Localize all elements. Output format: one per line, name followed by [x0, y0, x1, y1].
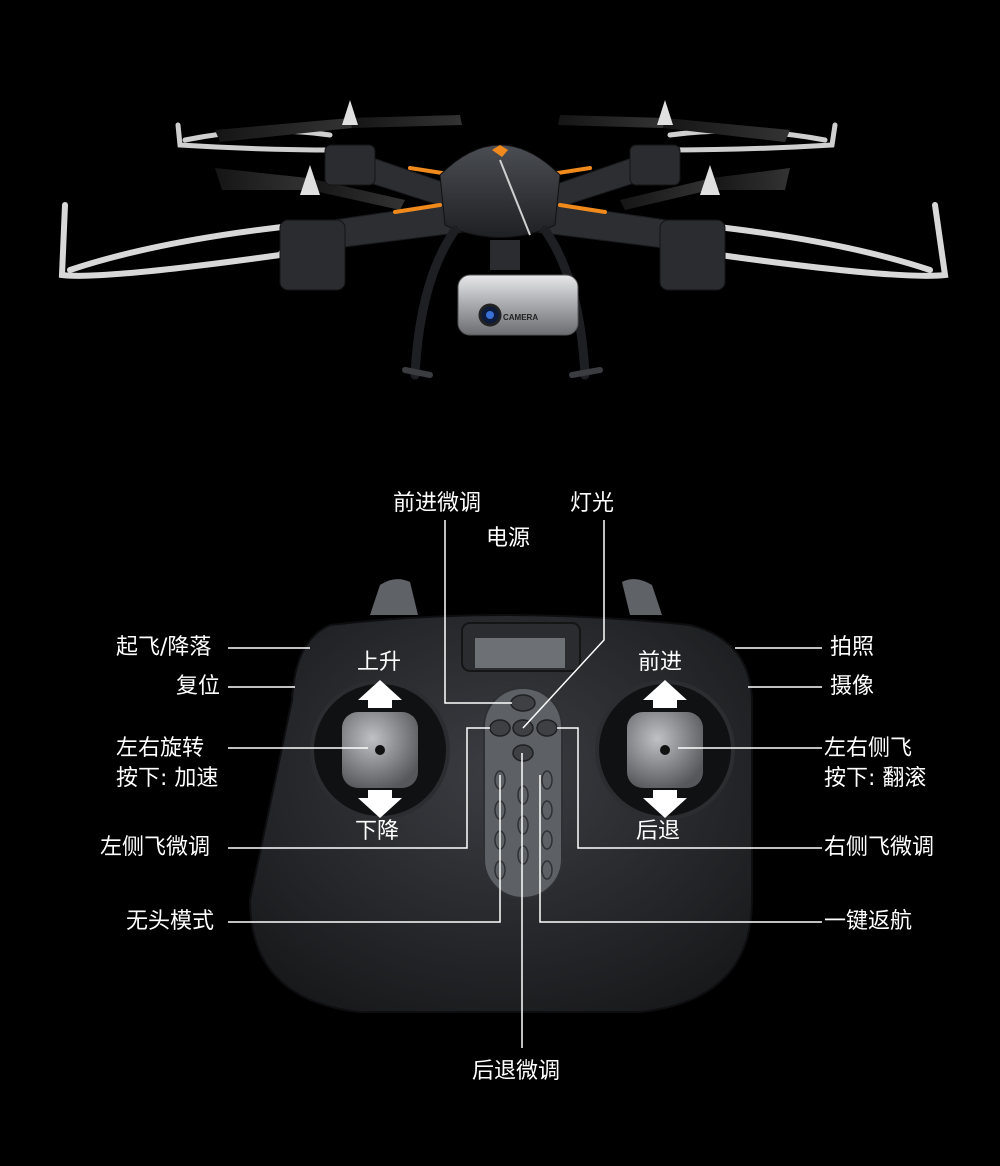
label-right-side-trim: 右侧飞微调 [824, 835, 935, 860]
label-left-side-trim: 左侧飞微调 [100, 835, 211, 860]
label-reset: 复位 [176, 674, 221, 699]
label-video: 摄像 [830, 674, 875, 699]
motors [279, 144, 726, 291]
prop-guard-right-front [697, 202, 949, 279]
label-headless-mode: 无头模式 [126, 909, 215, 934]
label-backward-trim: 后退微调 [472, 1059, 561, 1084]
antenna-left [370, 579, 418, 615]
label-light: 灯光 [570, 491, 615, 516]
antenna-right [622, 579, 662, 615]
label-side-fly-line2: 按下: 翻滚 [824, 766, 927, 791]
label-stick-forward: 前进 [638, 650, 683, 675]
camera-text: CAMERA [503, 313, 538, 322]
drone-body [439, 144, 561, 238]
camera-gimbal [490, 240, 520, 270]
label-forward-trim: 前进微调 [393, 491, 482, 516]
label-power: 电源 [486, 526, 531, 551]
label-return-home: 一键返航 [824, 909, 913, 934]
label-stick-up: 上升 [357, 650, 402, 675]
callout-lines [228, 520, 822, 1048]
label-photo: 拍照 [830, 635, 875, 660]
label-stick-down: 下降 [355, 819, 400, 844]
stick-arrows [358, 680, 687, 818]
propellers [215, 115, 790, 210]
label-takeoff-land: 起飞/降落 [116, 635, 212, 660]
motor-caps [300, 100, 720, 195]
prop-guard-left-front [58, 202, 303, 279]
label-stick-backward: 后退 [636, 819, 681, 844]
label-rotate-line2: 按下: 加速 [116, 766, 219, 791]
drone-illustration: CAMERA [58, 100, 949, 380]
function-buttons [489, 694, 558, 762]
label-rotate-line1: 左右旋转 [116, 736, 205, 761]
label-side-fly-line1: 左右侧飞 [824, 736, 913, 761]
